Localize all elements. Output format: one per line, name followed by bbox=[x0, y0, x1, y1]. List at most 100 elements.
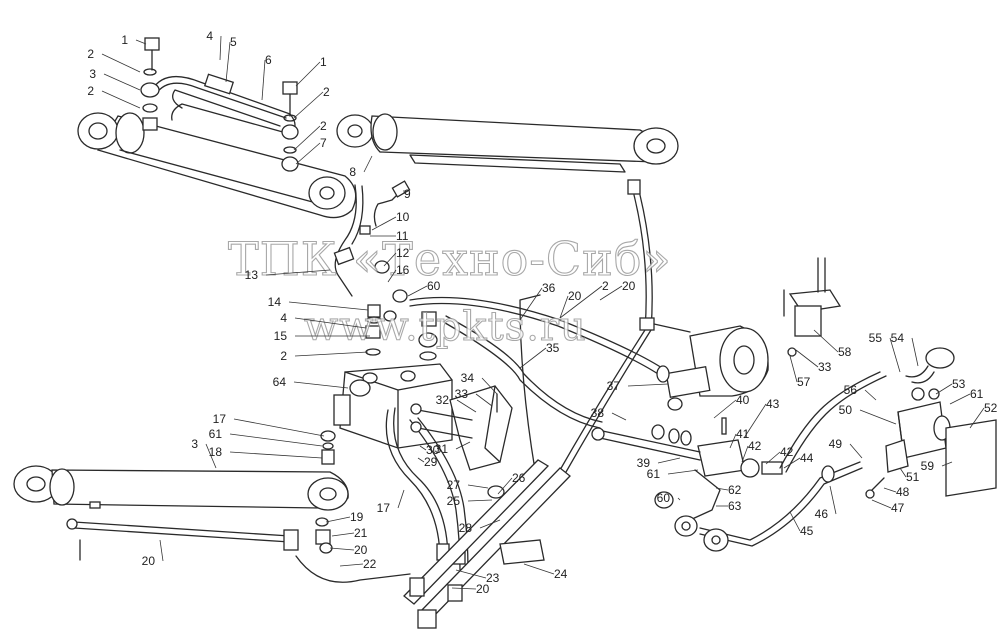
callout-leader bbox=[935, 383, 953, 395]
callout-leader bbox=[288, 301, 369, 311]
callout-leader bbox=[677, 497, 681, 501]
callout-number: 24 bbox=[554, 567, 568, 581]
callout-number: 42 bbox=[748, 439, 762, 453]
callout-leader bbox=[729, 433, 737, 449]
callout-number: 63 bbox=[728, 499, 742, 513]
callout-number: 46 bbox=[815, 507, 829, 521]
callout-number: 17 bbox=[213, 412, 227, 426]
callout-leader bbox=[883, 487, 897, 493]
callout-number: 22 bbox=[363, 557, 377, 571]
fittings-19-21 bbox=[295, 517, 411, 583]
callout-leader bbox=[611, 412, 627, 421]
callout-number: 10 bbox=[396, 210, 410, 224]
callout-leader bbox=[497, 477, 513, 495]
callout-number: 18 bbox=[209, 445, 223, 459]
callout-leader bbox=[789, 511, 801, 532]
watermark: ТПК «Техно-Сиб» www.tpkts.ru bbox=[227, 231, 672, 350]
callout-leader bbox=[339, 563, 364, 567]
pipe-loop-upper bbox=[151, 73, 296, 135]
callout-leader bbox=[294, 351, 369, 357]
callout-number: 44 bbox=[800, 451, 814, 465]
callout-number: 28 bbox=[459, 521, 473, 535]
callout-number: 29 bbox=[424, 455, 438, 469]
callout-leader bbox=[829, 485, 837, 515]
pump-block-50 bbox=[885, 347, 955, 473]
callout-number: 1 bbox=[121, 33, 128, 47]
callout-number: 1 bbox=[320, 55, 327, 69]
callout-number: 12 bbox=[396, 246, 410, 260]
callout-number: 32 bbox=[436, 393, 450, 407]
callout-leader bbox=[871, 499, 892, 509]
valve-block-41 bbox=[591, 417, 783, 478]
callout-number: 36 bbox=[542, 281, 556, 295]
callout-number: 2 bbox=[323, 85, 330, 99]
callout-leader bbox=[229, 433, 323, 447]
callout-leader bbox=[225, 41, 231, 83]
callout-number: 62 bbox=[728, 483, 742, 497]
callout-leader bbox=[783, 457, 801, 469]
callout-number: 2 bbox=[280, 349, 287, 363]
callout-number: 8 bbox=[349, 165, 356, 179]
bolt-stack-mid bbox=[281, 81, 299, 172]
callout-leader bbox=[627, 383, 669, 387]
callout-number: 41 bbox=[736, 427, 750, 441]
bracket-31 bbox=[410, 385, 513, 471]
callout-number: 19 bbox=[350, 510, 364, 524]
callout-leader bbox=[949, 393, 971, 405]
callout-leader bbox=[765, 451, 781, 465]
callout-leader bbox=[559, 295, 569, 319]
callout-number: 40 bbox=[736, 393, 750, 407]
cylinder-lower-left bbox=[13, 465, 349, 511]
callout-leader bbox=[657, 457, 681, 464]
bolts-47-48 bbox=[865, 477, 885, 499]
callout-leader bbox=[295, 61, 321, 87]
callout-leader bbox=[475, 393, 493, 407]
callout-leader bbox=[419, 445, 427, 451]
callout-number: 61 bbox=[970, 387, 984, 401]
callout-number: 52 bbox=[984, 401, 998, 415]
fitting-stack-block bbox=[365, 289, 438, 361]
callout-number: 20 bbox=[476, 582, 490, 596]
callout-leader bbox=[813, 329, 839, 353]
callout-leader bbox=[101, 90, 141, 109]
callout-leader bbox=[864, 389, 877, 401]
callout-number: 9 bbox=[404, 187, 411, 201]
callout-leader bbox=[899, 467, 907, 478]
callout-number: 25 bbox=[447, 494, 461, 508]
callout-number: 21 bbox=[354, 526, 368, 540]
watermark-line1: ТПК «Техно-Сиб» bbox=[228, 232, 672, 286]
callout-number: 39 bbox=[637, 456, 651, 470]
callout-leader bbox=[219, 35, 222, 61]
callout-leader bbox=[523, 563, 555, 575]
callout-leader bbox=[363, 155, 373, 173]
fittings-60-63 bbox=[654, 469, 729, 552]
callout-number: 4 bbox=[206, 29, 213, 43]
bolt-stack-left bbox=[140, 37, 160, 131]
tube-22 bbox=[66, 518, 299, 561]
callout-number: 50 bbox=[839, 403, 853, 417]
callout-leader bbox=[371, 216, 397, 231]
callout-leader bbox=[849, 443, 863, 459]
callout-number: 35 bbox=[546, 341, 560, 355]
callout-number: 53 bbox=[952, 377, 966, 391]
callout-leader bbox=[417, 457, 425, 463]
callout-leader bbox=[795, 349, 819, 368]
callout-leader bbox=[455, 441, 471, 450]
callout-leader bbox=[135, 39, 147, 45]
callout-leader bbox=[519, 287, 543, 321]
callout-number: 64 bbox=[273, 375, 287, 389]
callout-leader bbox=[667, 469, 699, 475]
callout-number: 13 bbox=[245, 268, 259, 282]
hose-35-36 bbox=[409, 296, 669, 429]
callout-number: 60 bbox=[657, 491, 671, 505]
callout-leader bbox=[889, 337, 901, 373]
callout-number: 27 bbox=[447, 478, 461, 492]
callout-leader bbox=[103, 73, 141, 91]
valve-58 bbox=[783, 257, 842, 357]
callout-number: 48 bbox=[896, 485, 910, 499]
callout-number: 38 bbox=[591, 406, 605, 420]
cylinder-upper-right bbox=[336, 113, 679, 195]
callout-number: 56 bbox=[844, 383, 858, 397]
callout-leader bbox=[233, 418, 325, 437]
